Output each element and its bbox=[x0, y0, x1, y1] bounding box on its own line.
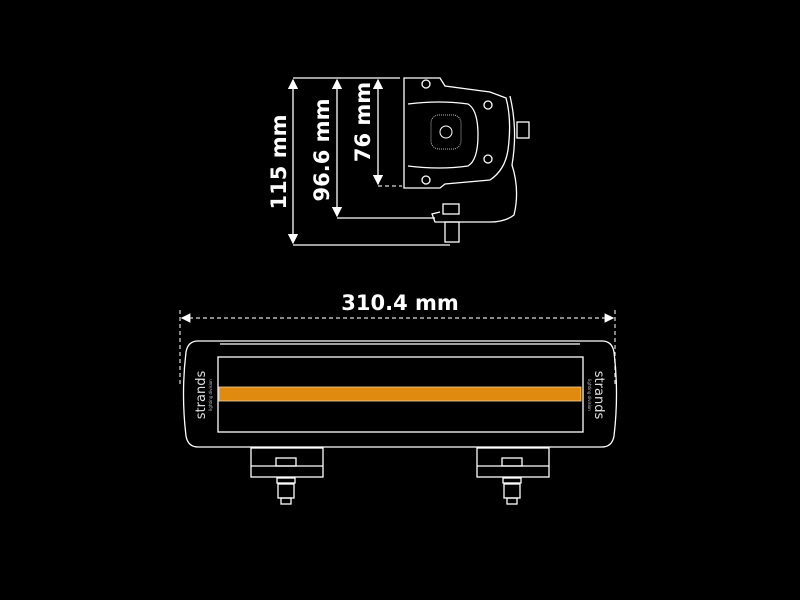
front-view: 310.4 mm strands lighting division stran… bbox=[179, 291, 618, 505]
light-bar-body bbox=[182, 340, 618, 448]
svg-text:lighting division: lighting division bbox=[208, 379, 213, 411]
mount-right bbox=[476, 447, 550, 505]
bracket-bolt bbox=[444, 221, 460, 243]
screw-icon bbox=[421, 175, 431, 185]
side-view: 115 mm 96.6 mm 76 mm bbox=[267, 77, 530, 246]
led-lens bbox=[430, 114, 462, 150]
dimension-label-76: 76 mm bbox=[351, 82, 375, 162]
housing-side-profile bbox=[403, 77, 530, 243]
bracket-nut bbox=[442, 203, 460, 215]
led-icon bbox=[439, 125, 453, 139]
dimension-label-115: 115 mm bbox=[267, 115, 291, 210]
light-strip bbox=[218, 386, 582, 402]
screw-icon bbox=[483, 100, 493, 110]
screw-icon bbox=[421, 79, 431, 89]
dimension-label-96: 96.6 mm bbox=[310, 99, 334, 202]
brand-logo-left: strands lighting division bbox=[194, 371, 213, 420]
brand-logo-right: strands lighting division bbox=[587, 371, 606, 420]
svg-text:strands: strands bbox=[194, 371, 209, 420]
mount-left bbox=[250, 447, 324, 505]
dimension-label-length: 310.4 mm bbox=[341, 291, 459, 315]
side-bolt bbox=[516, 121, 530, 139]
lens-window bbox=[217, 356, 584, 433]
svg-text:lighting division: lighting division bbox=[587, 379, 592, 411]
screw-icon bbox=[483, 154, 493, 164]
svg-text:strands: strands bbox=[591, 371, 606, 420]
